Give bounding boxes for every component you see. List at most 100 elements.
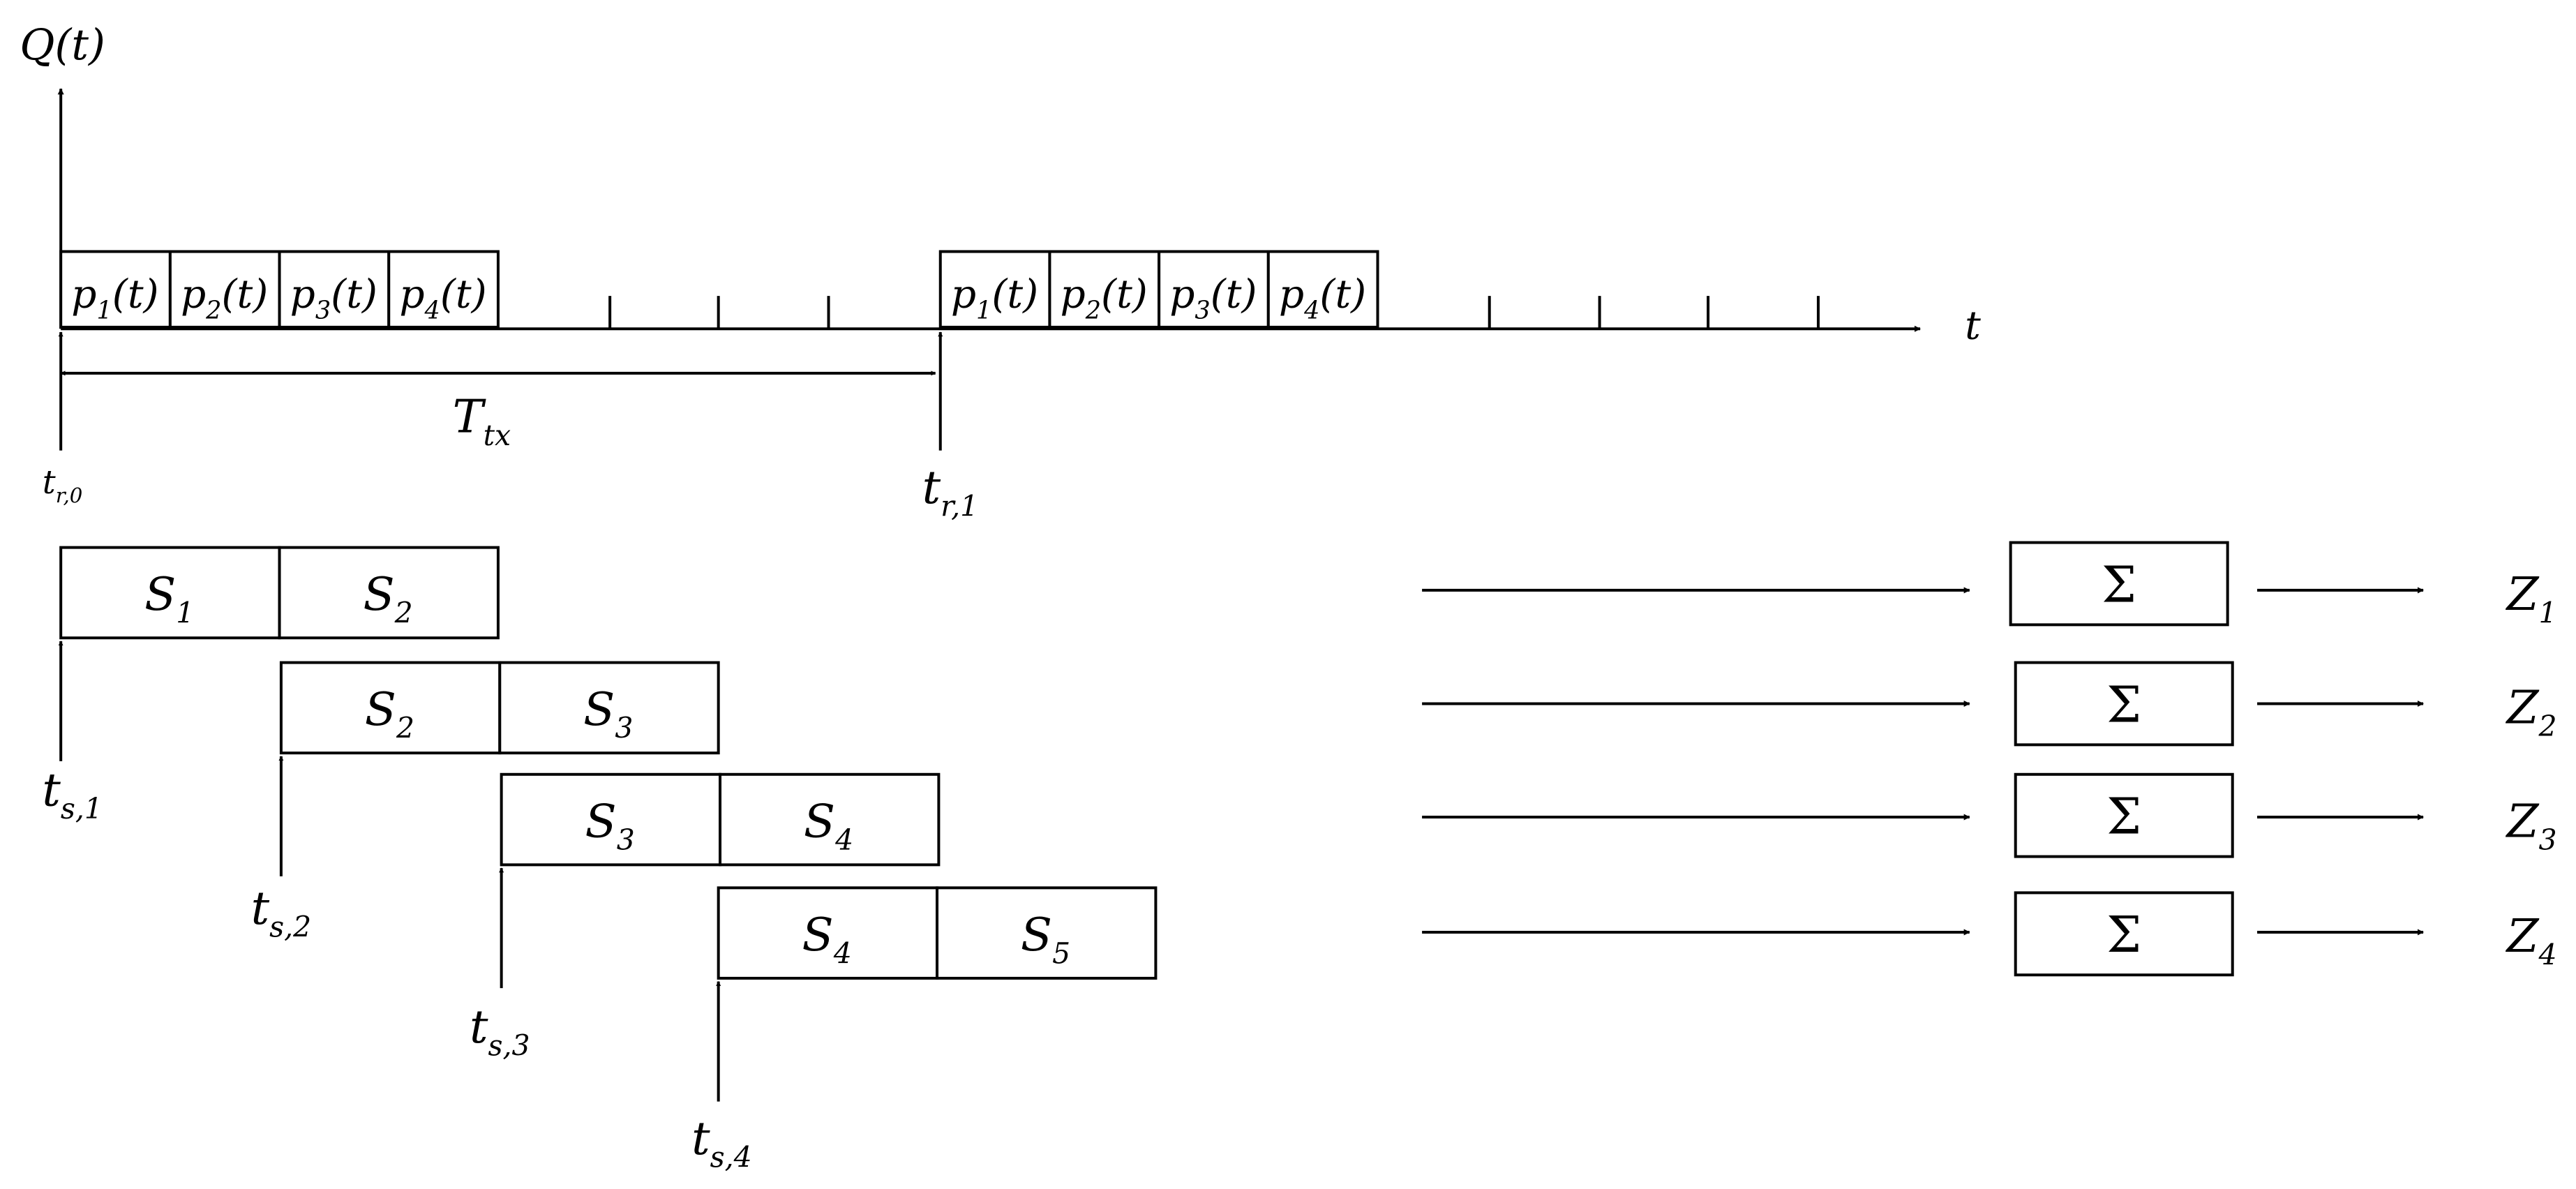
pulse-box bbox=[1266, 250, 1379, 329]
segment-label: S2 bbox=[363, 567, 412, 629]
sample-time-label-4-main: t bbox=[691, 1112, 710, 1165]
pulse-box bbox=[168, 250, 281, 329]
pulse-label-main: p bbox=[951, 272, 976, 317]
output-label-3: Z3 bbox=[2506, 794, 2557, 856]
pulse-label-subscript: 2 bbox=[1085, 296, 1101, 324]
pulse-label-argument: (t) bbox=[1211, 272, 1257, 317]
sample-time-label-2: ts,2 bbox=[251, 881, 312, 943]
y-axis-label-argument: (t) bbox=[54, 20, 105, 70]
segment-label-main: S bbox=[365, 682, 396, 736]
output-label-3-main: Z bbox=[2506, 794, 2540, 848]
output-label-4-main: Z bbox=[2506, 909, 2540, 963]
segment-label-main: S bbox=[802, 908, 834, 962]
sample-time-label-1: ts,1 bbox=[42, 763, 103, 825]
pulse-label-main: p bbox=[399, 272, 424, 317]
summation-symbol: Σ bbox=[2106, 675, 2141, 733]
pulse-label-subscript: 3 bbox=[1195, 296, 1210, 324]
segment-label: S1 bbox=[144, 567, 194, 629]
pulse-label-main: p bbox=[290, 272, 315, 317]
sample-time-label-3-subscript: s,3 bbox=[488, 1029, 530, 1062]
pulse-label-subscript: 4 bbox=[424, 296, 440, 324]
pulse-label-main: p bbox=[1279, 272, 1304, 317]
sample-time-label-4-subscript: s,4 bbox=[710, 1141, 752, 1174]
receive-time-label-0-subscript: r,0 bbox=[56, 484, 83, 507]
summation-box bbox=[2014, 661, 2234, 747]
pulse-label: p3(t) bbox=[1169, 272, 1257, 325]
sample-time-label-2-subscript: s,2 bbox=[269, 911, 311, 944]
output-label-4: Z4 bbox=[2506, 909, 2557, 971]
x-axis-label: t bbox=[1965, 303, 1981, 348]
pulse-label: p2(t) bbox=[1061, 272, 1148, 325]
pulse-label: p4(t) bbox=[1279, 272, 1366, 325]
pulse-box bbox=[1048, 250, 1161, 329]
segment-box bbox=[717, 886, 939, 980]
segment-box bbox=[719, 772, 941, 867]
pulse-label-main: p bbox=[181, 272, 206, 317]
pulse-label-subscript: 1 bbox=[96, 296, 112, 324]
pulse-box bbox=[1158, 250, 1270, 329]
y-axis-label: Q(t) bbox=[20, 20, 105, 70]
tx-period-label-main: T bbox=[453, 390, 487, 444]
pulse-label: p4(t) bbox=[399, 272, 486, 325]
segment-box bbox=[278, 546, 500, 640]
segment-box bbox=[279, 661, 502, 755]
segment-label: S4 bbox=[802, 908, 852, 970]
output-label-1: Z1 bbox=[2506, 567, 2557, 629]
pulse-label-argument: (t) bbox=[440, 272, 487, 317]
segment-box bbox=[498, 661, 720, 755]
pulse-label-subscript: 1 bbox=[976, 296, 991, 324]
y-axis-label-main: Q bbox=[20, 20, 54, 70]
pulse-label-main: p bbox=[71, 272, 96, 317]
segment-label: S2 bbox=[365, 682, 414, 745]
segment-label-main: S bbox=[583, 682, 615, 736]
tx-period-label: Ttx bbox=[453, 390, 511, 452]
segment-label-subscript: 3 bbox=[617, 823, 635, 857]
pulse-box bbox=[938, 250, 1051, 329]
summation-box bbox=[2014, 772, 2234, 858]
pulse-label-main: p bbox=[1169, 272, 1195, 317]
summation-box bbox=[2009, 541, 2229, 627]
segment-label-main: S bbox=[363, 567, 394, 621]
pulse-label: p3(t) bbox=[290, 272, 377, 325]
sample-time-label-3-main: t bbox=[470, 1000, 488, 1054]
pulse-label-subscript: 3 bbox=[315, 296, 331, 324]
sample-time-label-3: ts,3 bbox=[470, 1000, 530, 1062]
pulse-label-argument: (t) bbox=[1101, 272, 1148, 317]
segment-label-subscript: 1 bbox=[176, 597, 194, 630]
pulse-label-argument: (t) bbox=[112, 272, 159, 317]
output-label-1-main: Z bbox=[2506, 567, 2540, 621]
segment-box bbox=[936, 886, 1158, 980]
segment-label-subscript: 2 bbox=[396, 712, 414, 745]
output-label-2-subscript: 2 bbox=[2538, 710, 2556, 743]
segment-label-main: S bbox=[804, 794, 835, 848]
segment-label-subscript: 4 bbox=[834, 823, 853, 857]
pulse-label: p2(t) bbox=[181, 272, 268, 325]
tx-period-label-subscript: tx bbox=[484, 419, 511, 452]
segment-label: S3 bbox=[585, 794, 635, 856]
segment-label-main: S bbox=[1021, 908, 1052, 962]
pulse-box bbox=[278, 250, 391, 329]
segment-label: S4 bbox=[804, 794, 853, 856]
output-label-1-subscript: 1 bbox=[2538, 597, 2556, 630]
receive-time-label-1-main: t bbox=[922, 461, 941, 514]
segment-label-main: S bbox=[144, 567, 176, 621]
receive-time-label-1: tr,1 bbox=[922, 461, 979, 523]
pulse-label: p1(t) bbox=[71, 272, 158, 325]
receive-time-label-0: tr,0 bbox=[43, 463, 83, 507]
sample-time-label-1-main: t bbox=[42, 763, 61, 817]
receive-time-label-1-subscript: r,1 bbox=[941, 489, 978, 523]
summation-symbol: Σ bbox=[2106, 788, 2141, 846]
sample-time-label-1-subscript: s,1 bbox=[61, 792, 103, 825]
pulse-label-subscript: 4 bbox=[1303, 296, 1319, 324]
output-label-4-subscript: 4 bbox=[2538, 939, 2556, 972]
pulse-label: p1(t) bbox=[951, 272, 1038, 325]
pulse-label-argument: (t) bbox=[331, 272, 377, 317]
pulse-label-argument: (t) bbox=[221, 272, 268, 317]
summation-box bbox=[2014, 891, 2234, 977]
summation-symbol: Σ bbox=[2102, 555, 2136, 613]
sample-time-label-2-main: t bbox=[251, 881, 270, 935]
sample-time-label-4: ts,4 bbox=[691, 1112, 752, 1174]
segment-label-subscript: 3 bbox=[615, 712, 633, 745]
segment-label-subscript: 5 bbox=[1052, 936, 1070, 970]
output-label-3-subscript: 3 bbox=[2538, 823, 2556, 857]
